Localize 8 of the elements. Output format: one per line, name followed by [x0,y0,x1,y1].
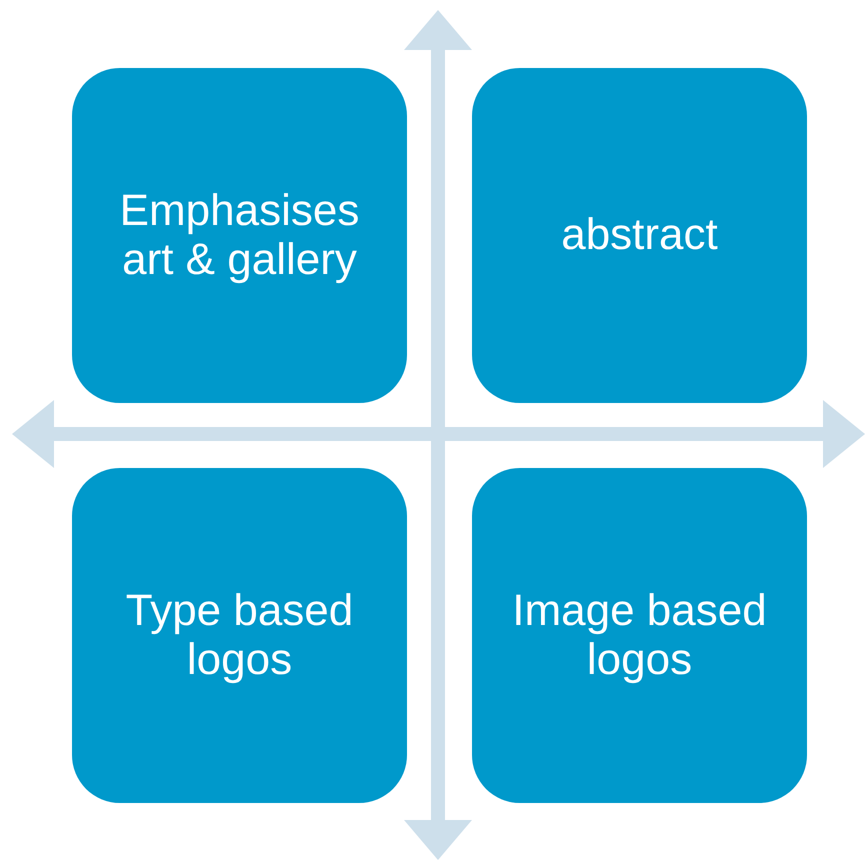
quadrant-box [472,468,807,803]
quadrant-label: Type based logos [124,587,354,684]
quadrant-label: Emphasises art & gallery [118,187,360,284]
quadrant-label: abstract [561,211,718,260]
quadrant-label: Image based logos [511,587,768,684]
quadrant-box [72,68,407,403]
quadrant-box [72,468,407,803]
quadrant-box [472,68,807,403]
